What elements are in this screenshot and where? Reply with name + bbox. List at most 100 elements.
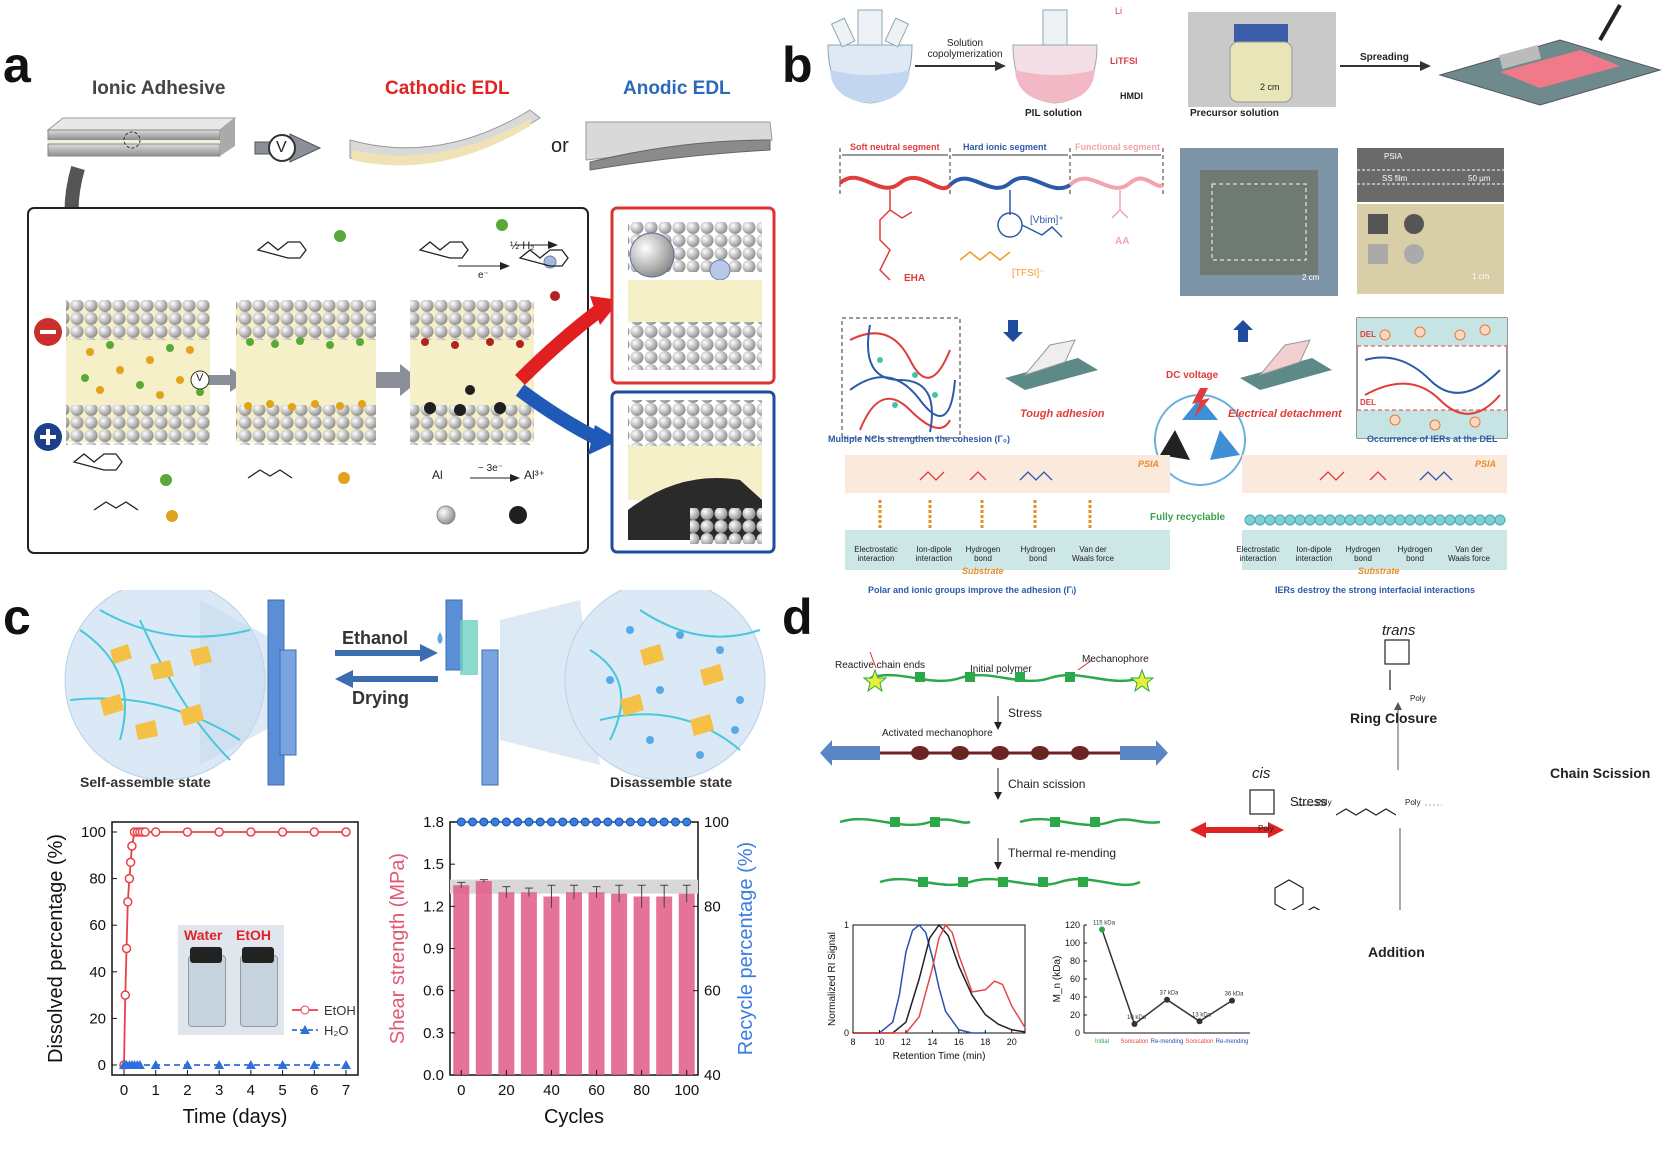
gpc-trace bbox=[853, 923, 1026, 1034]
plot-frame bbox=[852, 924, 1026, 1034]
ionic-adhesive-title: Ionic Adhesive bbox=[92, 78, 226, 99]
precursor-solution-label: Precursor solution bbox=[1190, 108, 1279, 119]
interaction-hbond-2-left: Hydrogen bond bbox=[1020, 545, 1056, 563]
pull-arrow-left bbox=[832, 746, 880, 760]
detachment-strip bbox=[1240, 358, 1332, 390]
reaction-flask-1 bbox=[827, 9, 913, 104]
h2-label: ½ H₂ bbox=[510, 240, 535, 252]
psia-sem-label: PSIA bbox=[1384, 152, 1403, 161]
x-tick-label: 5 bbox=[278, 1082, 286, 1099]
activated-mechanophore-label: Activated mechanophore bbox=[882, 728, 993, 739]
data-point bbox=[214, 1060, 225, 1069]
data-point bbox=[150, 1060, 161, 1069]
cis-label: cis bbox=[1252, 765, 1271, 782]
vbim-label: [Vbim]⁺ bbox=[1030, 215, 1064, 226]
recycle-point bbox=[479, 817, 489, 827]
recycle-point bbox=[524, 817, 534, 827]
mn-data-label: 10 kDa bbox=[1127, 1015, 1147, 1021]
x-tick-label: 1 bbox=[152, 1082, 160, 1099]
mn-point bbox=[1164, 996, 1170, 1003]
panel-label-c: c bbox=[3, 589, 31, 645]
y-tick-label: 40 bbox=[1070, 992, 1080, 1002]
y2-tick-label: 100 bbox=[704, 814, 729, 831]
del-label-bottom: DEL bbox=[1360, 398, 1376, 407]
chain-end-star-icon bbox=[862, 668, 888, 693]
y-tick-label: 1 bbox=[844, 920, 849, 930]
data-point bbox=[134, 1060, 145, 1069]
category-label: Initial bbox=[1095, 1039, 1109, 1045]
precursor-bottle bbox=[1188, 12, 1336, 107]
voltage-label-small: V bbox=[196, 372, 204, 384]
x-tick-label: 14 bbox=[927, 1037, 937, 1047]
data-point bbox=[125, 857, 136, 868]
edl-cell-initial bbox=[66, 300, 210, 445]
anodic-plate bbox=[585, 121, 773, 171]
trans-label: trans bbox=[1382, 622, 1416, 639]
category-label: Sonication bbox=[1120, 1039, 1148, 1045]
x-tick-label: 0 bbox=[120, 1082, 128, 1099]
hmdi-label: HMDI bbox=[1120, 91, 1143, 101]
recycle-point bbox=[558, 817, 568, 827]
recycle-point bbox=[637, 817, 647, 827]
x-tick-label: 40 bbox=[543, 1082, 560, 1099]
li-label: Li bbox=[1115, 6, 1123, 16]
etoh-vial-cap bbox=[242, 947, 274, 963]
legend-marker bbox=[300, 1005, 310, 1015]
recycle-point bbox=[569, 817, 579, 827]
y-tick-label: 0 bbox=[98, 1057, 106, 1074]
x-tick-label: 4 bbox=[247, 1082, 255, 1099]
data-point bbox=[182, 1060, 193, 1069]
panel-label-d: d bbox=[782, 589, 813, 645]
disassemble-label: Disassemble state bbox=[610, 774, 733, 790]
ionic-adhesive-plate bbox=[46, 117, 237, 157]
data-point bbox=[120, 990, 131, 1000]
recycle-point bbox=[592, 817, 602, 827]
mn-data-label: 115 kDa bbox=[1093, 921, 1116, 927]
dc-voltage-label: DC voltage bbox=[1166, 370, 1219, 381]
y-tick-label: 80 bbox=[1070, 956, 1080, 966]
bar bbox=[475, 881, 492, 1075]
y-tick-label: 0 bbox=[1075, 1028, 1080, 1038]
interaction-hbond-2-right: Hydrogen bond bbox=[1397, 545, 1433, 563]
tfsi-label: [TFSI]⁻ bbox=[1012, 268, 1045, 279]
drop-icon bbox=[437, 632, 443, 644]
panel-b: Solution copolymerization PIL solution L… bbox=[820, 0, 1667, 610]
al-label: Al bbox=[432, 468, 443, 482]
category-label: Re-mending bbox=[1216, 1039, 1249, 1045]
disassemble-plate bbox=[445, 599, 463, 671]
y2-tick-label: 40 bbox=[704, 1067, 721, 1084]
recycle-point bbox=[468, 817, 478, 827]
data-point bbox=[123, 897, 133, 907]
x-tick-label: 3 bbox=[215, 1082, 223, 1099]
recycle-point bbox=[614, 817, 624, 827]
x-axis-label: Time (days) bbox=[183, 1106, 288, 1128]
chain-end-star-icon bbox=[1129, 668, 1155, 693]
y2-tick-label: 60 bbox=[704, 983, 721, 1000]
bar bbox=[611, 893, 628, 1075]
data-point bbox=[150, 827, 161, 837]
y-tick-label: 40 bbox=[89, 964, 106, 981]
gpc-trace bbox=[853, 923, 1026, 1034]
substrate-label-right: Substrate bbox=[1358, 566, 1400, 576]
x-tick-label: 6 bbox=[310, 1082, 318, 1099]
mechanophore-label: Mechanophore bbox=[1082, 654, 1149, 665]
poly-label-right: Poly bbox=[1405, 798, 1421, 807]
y2-tick-label: 80 bbox=[704, 898, 721, 915]
sem-cross-section-photo bbox=[1357, 148, 1504, 202]
mn-line bbox=[1101, 929, 1233, 1026]
interaction-hbond-1-left: Hydrogen bond bbox=[965, 545, 1001, 563]
electron-label: e⁻ bbox=[478, 270, 489, 281]
recycle-point bbox=[490, 817, 500, 827]
stress-double-arrow bbox=[1190, 822, 1284, 838]
spreading-label: Spreading bbox=[1360, 52, 1409, 63]
mn-point bbox=[1099, 926, 1105, 933]
x-axis-label: Retention Time (min) bbox=[893, 1051, 986, 1062]
water-vial bbox=[188, 955, 226, 1027]
stress2-label: Stress bbox=[1290, 794, 1327, 809]
data-point bbox=[182, 827, 193, 837]
y-tick-label: 100 bbox=[81, 824, 106, 841]
substrate-label-left: Substrate bbox=[962, 566, 1004, 576]
disassemble-circle bbox=[564, 590, 766, 781]
poly-label-left: Poly bbox=[1316, 798, 1332, 807]
